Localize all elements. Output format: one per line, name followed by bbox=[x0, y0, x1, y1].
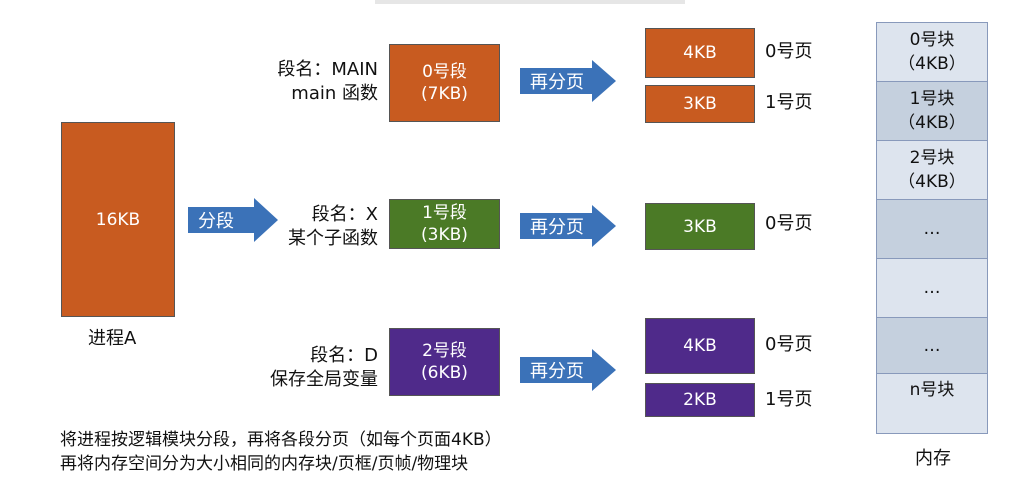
memory-block-4: … bbox=[877, 259, 987, 318]
memory-block-n: n号块 bbox=[877, 374, 987, 433]
repage-arrow-2: 再分页 bbox=[520, 349, 616, 391]
segment-2-page-0-size: 4KB bbox=[683, 336, 717, 356]
memory-block-1-line2: （4KB） bbox=[898, 113, 966, 133]
split-arrow: 分段 bbox=[188, 198, 278, 242]
segment-2-page-0: 4KB bbox=[645, 318, 755, 374]
segment-2-name: 段名：D 保存全局变量 bbox=[240, 344, 378, 392]
segment-1-name-line1: 段名：X bbox=[311, 204, 378, 225]
process-size: 16KB bbox=[95, 209, 141, 230]
memory-label: 内存 bbox=[915, 448, 951, 469]
segment-1-page-0-size: 3KB bbox=[683, 216, 717, 237]
segment-0-page-1-size: 3KB bbox=[683, 94, 717, 114]
segment-0-page-1-label: 1号页 bbox=[765, 92, 813, 113]
segment-1-size: (3KB) bbox=[421, 225, 468, 245]
segment-0-name: 段名：MAIN main 函数 bbox=[240, 58, 378, 106]
repage-arrow-1: 再分页 bbox=[520, 205, 616, 247]
memory-column: 0号块 （4KB） 1号块 （4KB） 2号块 （4KB） … … … n号块 bbox=[876, 22, 988, 434]
segment-1-page-0: 3KB bbox=[645, 203, 755, 250]
segment-2-box: 2号段 (6KB) bbox=[389, 328, 500, 396]
segment-2-size: (6KB) bbox=[421, 363, 468, 383]
segment-0-page-0-size: 4KB bbox=[683, 43, 717, 63]
segment-0-name-line1: 段名：MAIN bbox=[277, 59, 378, 80]
process-label: 进程A bbox=[88, 328, 137, 349]
repage-arrow-1-label: 再分页 bbox=[530, 217, 584, 238]
segment-1-name: 段名：X 某个子函数 bbox=[240, 203, 378, 251]
segment-1-page-0-label: 0号页 bbox=[765, 213, 813, 234]
segment-0-page-0: 4KB bbox=[645, 28, 755, 78]
segment-1-title: 1号段 bbox=[422, 203, 467, 223]
segment-2-page-1-label: 1号页 bbox=[765, 389, 813, 410]
memory-block-0-line1: 0号块 bbox=[909, 30, 955, 50]
memory-block-0: 0号块 （4KB） bbox=[877, 23, 987, 82]
memory-block-1-line1: 1号块 bbox=[909, 89, 955, 109]
segment-2-name-line2: 保存全局变量 bbox=[270, 369, 378, 390]
segment-1-name-line2: 某个子函数 bbox=[288, 228, 378, 249]
segment-0-size: (7KB) bbox=[421, 84, 468, 104]
repage-arrow-0-label: 再分页 bbox=[530, 72, 584, 93]
segment-0-page-0-label: 0号页 bbox=[765, 41, 813, 62]
repage-arrow-2-label: 再分页 bbox=[530, 361, 584, 382]
note-line-1: 将进程按逻辑模块分段，再将各段分页（如每个页面4KB） bbox=[60, 430, 502, 450]
memory-block-3-line1: … bbox=[923, 219, 941, 239]
memory-block-n-line1: n号块 bbox=[909, 380, 955, 400]
segment-2-title: 2号段 bbox=[422, 341, 467, 361]
repage-arrow-0: 再分页 bbox=[520, 60, 616, 102]
segment-0-page-1: 3KB bbox=[645, 85, 755, 123]
top-decoration bbox=[375, 0, 685, 4]
segment-0-name-line2: main 函数 bbox=[291, 83, 378, 104]
segment-2-page-1-size: 2KB bbox=[683, 390, 717, 410]
process-a-box: 16KB bbox=[61, 122, 175, 317]
segment-2-name-line1: 段名：D bbox=[310, 345, 378, 366]
memory-block-4-line1: … bbox=[923, 278, 941, 298]
memory-block-2-line2: （4KB） bbox=[898, 172, 966, 192]
memory-block-3: … bbox=[877, 200, 987, 259]
memory-block-1: 1号块 （4KB） bbox=[877, 82, 987, 141]
note-line-2: 再将内存空间分为大小相同的内存块/页框/页帧/物理块 bbox=[60, 454, 469, 474]
segment-0-title: 0号段 bbox=[422, 62, 467, 82]
split-arrow-label: 分段 bbox=[198, 211, 234, 232]
segment-0-box: 0号段 (7KB) bbox=[389, 44, 500, 122]
memory-block-5: … bbox=[877, 318, 987, 374]
memory-block-2: 2号块 （4KB） bbox=[877, 141, 987, 200]
segment-1-box: 1号段 (3KB) bbox=[389, 199, 500, 249]
memory-block-2-line1: 2号块 bbox=[909, 148, 955, 168]
memory-block-0-line2: （4KB） bbox=[898, 54, 966, 74]
memory-block-5-line1: … bbox=[923, 335, 941, 356]
segment-2-page-1: 2KB bbox=[645, 383, 755, 417]
segment-2-page-0-label: 0号页 bbox=[765, 334, 813, 355]
